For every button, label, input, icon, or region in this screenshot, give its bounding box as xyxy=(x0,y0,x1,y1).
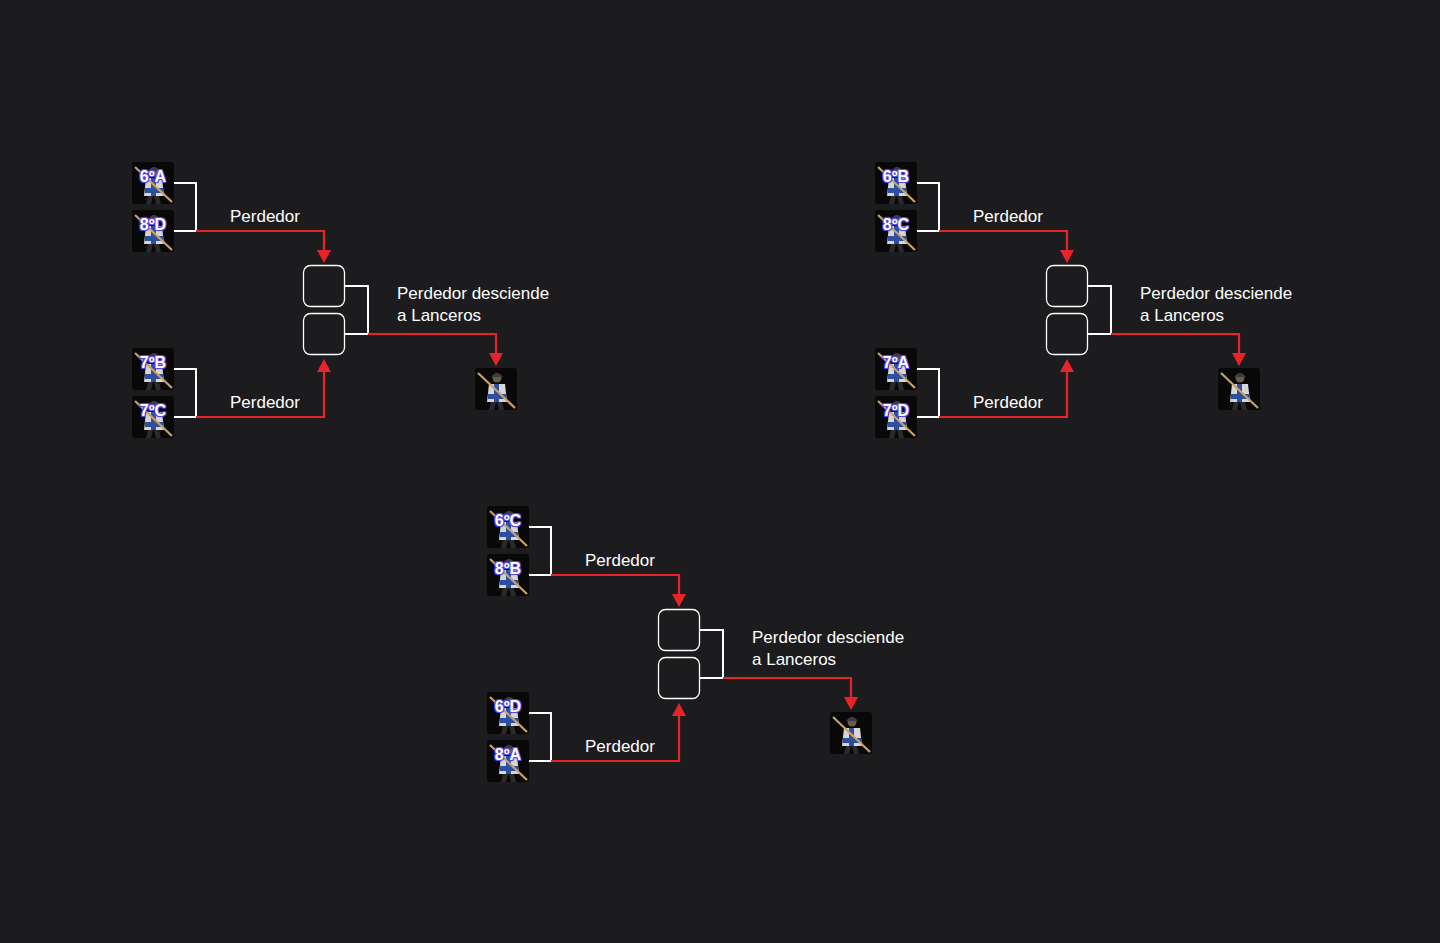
seed-label: 8ºC xyxy=(875,204,917,246)
seed-label: 6ºA xyxy=(132,156,174,198)
team-icon: 8ºD xyxy=(132,210,174,252)
team-icon: 8ºC xyxy=(875,210,917,252)
team-icon: 7ºA xyxy=(875,348,917,390)
relegation-note: Perdedor desciende a Lanceros xyxy=(752,627,914,671)
seed-label: 7ºC xyxy=(132,390,174,432)
seed-label: 7ºD xyxy=(875,390,917,432)
team-icon: 6ºA xyxy=(132,162,174,204)
team-icon: 6ºB xyxy=(875,162,917,204)
relegation-note: Perdedor desciende a Lanceros xyxy=(1140,283,1302,327)
relegation-note: Perdedor desciende a Lanceros xyxy=(397,283,559,327)
loser-label: Perdedor xyxy=(973,392,1043,414)
seed-label: 6ºB xyxy=(875,156,917,198)
team-icon: 8ºA xyxy=(487,740,529,782)
seed-label: 8ºD xyxy=(132,204,174,246)
seed-label: 6ºC xyxy=(487,500,529,542)
team-icon: 8ºB xyxy=(487,554,529,596)
loser-label: Perdedor xyxy=(585,550,655,572)
seed-label: 6ºD xyxy=(487,686,529,728)
loser-label: Perdedor xyxy=(585,736,655,758)
team-icon: 7ºC xyxy=(132,396,174,438)
loser-label: Perdedor xyxy=(230,392,300,414)
loser-label: Perdedor xyxy=(230,206,300,228)
team-icon: 7ºD xyxy=(875,396,917,438)
team-icon: 7ºB xyxy=(132,348,174,390)
seed-label: 8ºA xyxy=(487,734,529,776)
seed-label: 7ºB xyxy=(132,342,174,384)
team-icon: 6ºC xyxy=(487,506,529,548)
loser-label: Perdedor xyxy=(973,206,1043,228)
seed-label: 7ºA xyxy=(875,342,917,384)
seed-label: 8ºB xyxy=(487,548,529,590)
team-icon: 6ºD xyxy=(487,692,529,734)
